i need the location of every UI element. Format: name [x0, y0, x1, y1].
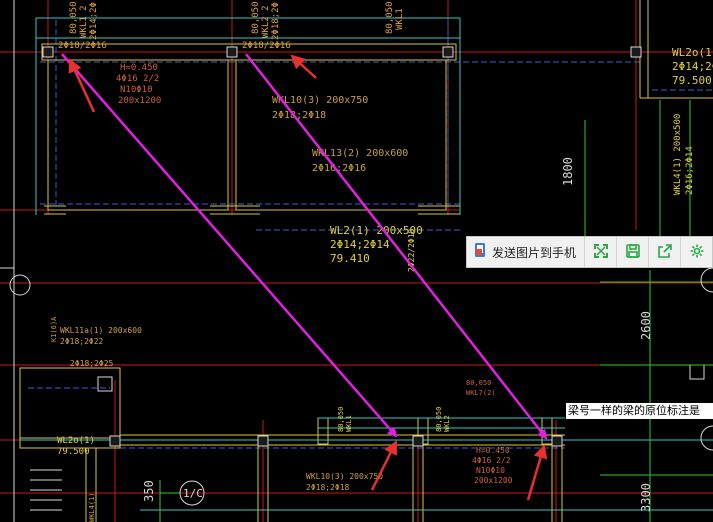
beam-label: 2Φ16;2Φ16	[312, 163, 366, 174]
dimension-label: 1800	[561, 157, 575, 186]
screenshot-toolbar: 发送图片到手机	[466, 236, 713, 268]
dimension-label: 2600	[639, 311, 653, 340]
settings-button[interactable]	[681, 237, 712, 267]
beam-label: 2Φ18/2Φ16	[58, 41, 107, 51]
beam-label: H=0.450	[476, 446, 510, 455]
beam-label: 79.410	[330, 252, 370, 265]
beam-label: 79.500	[57, 447, 90, 457]
beam-label: N10Φ10	[120, 85, 153, 95]
beam-label: 2Φ14;2Φ14	[672, 60, 713, 73]
beam-label: 4Φ16 2/2	[472, 456, 511, 465]
beam-label: WL2o(1)	[57, 436, 95, 446]
beam-label: WKL13(2) 200x600	[312, 148, 408, 159]
magenta-markup-arrows	[61, 53, 548, 440]
beam-label: 2Φ14;2Φ	[89, 2, 99, 40]
beam-label: 2Φ18;2Φ25	[70, 359, 114, 368]
beam-label: 2Φ18;2Φ	[271, 2, 281, 40]
phone-send-icon	[473, 242, 487, 262]
beam-label: K1(6)A	[50, 316, 58, 342]
hover-tooltip: 梁号一样的梁的原位标注是	[566, 403, 713, 419]
beam-label: 2Φ18;2Φ18	[272, 110, 326, 121]
beam-label: 80,050	[385, 1, 395, 34]
share-icon	[657, 243, 672, 262]
beam-label: 2Φ14;2Φ14	[330, 238, 390, 251]
send-to-phone-label: 发送图片到手机	[492, 245, 577, 260]
columns	[42, 46, 642, 447]
axis-marks	[9, 267, 713, 506]
beam-label: WKL2	[443, 415, 451, 432]
beam-label: 80,050	[435, 407, 443, 432]
beam-label: WKL10(3) 200x750	[306, 472, 383, 481]
beam-label: WKL10(3) 200x750	[272, 95, 368, 106]
beam-label: N10Φ10	[476, 466, 505, 475]
share-button[interactable]	[649, 237, 682, 267]
beam-label: H=0.450	[120, 63, 158, 73]
beam-label: 80,050	[69, 1, 79, 34]
beam-label: 4Φ16 2/2	[116, 74, 159, 84]
dimension-label: 350	[142, 480, 156, 502]
beam-label: 2Φ16;2Φ14	[685, 146, 695, 195]
expand-button[interactable]	[585, 237, 618, 267]
beam-label: WKL1	[345, 415, 353, 432]
beam-label: 80,050	[466, 379, 491, 387]
beam-label: 200x1200	[118, 96, 161, 106]
axis-label: 1/C	[183, 487, 203, 500]
beam-label: WKL7(2)	[466, 389, 496, 397]
beam-label: WKL4(1)	[88, 492, 96, 522]
beam-label: 200x1200	[474, 476, 513, 485]
beam-label: WKL11a(1) 200x600	[60, 326, 142, 335]
beam-label: 2Φ22/2Φ18	[407, 228, 416, 272]
red-markup-arrows	[68, 54, 548, 501]
beam-label: WKL1	[395, 8, 405, 30]
cyan-lines	[20, 17, 713, 511]
beam-label: 2Φ18/2Φ16	[242, 41, 291, 51]
beam-label: 79.500	[672, 74, 712, 87]
beam-label: 2Φ18;2Φ18	[306, 483, 350, 492]
dimension-label: 3300	[639, 483, 653, 512]
cad-annotations: 80,050 WKL1 2 2Φ14;2Φ 80,050 WKL2 2 2Φ18…	[50, 1, 713, 522]
expand-icon	[593, 243, 608, 262]
beam-label: WL2(1) 200x500	[330, 224, 423, 237]
beam-label: WKL4(1) 200x500	[673, 114, 683, 195]
beam-label: WKL1 2	[79, 5, 89, 38]
save-button[interactable]	[617, 237, 650, 267]
beam-label: WKL2 2	[261, 5, 271, 38]
blue-dashed-lines	[28, 20, 713, 449]
beam-label: WL2o(1)	[672, 46, 713, 59]
save-icon	[625, 243, 640, 262]
beam-label: 80,050	[251, 1, 261, 34]
beam-label: 2Φ18;2Φ22	[60, 337, 104, 346]
beam-label: 80,050	[337, 407, 345, 432]
gear-icon	[690, 243, 704, 262]
send-to-phone-button[interactable]: 发送图片到手机	[467, 237, 586, 267]
green-dimension-lines	[159, 100, 713, 522]
